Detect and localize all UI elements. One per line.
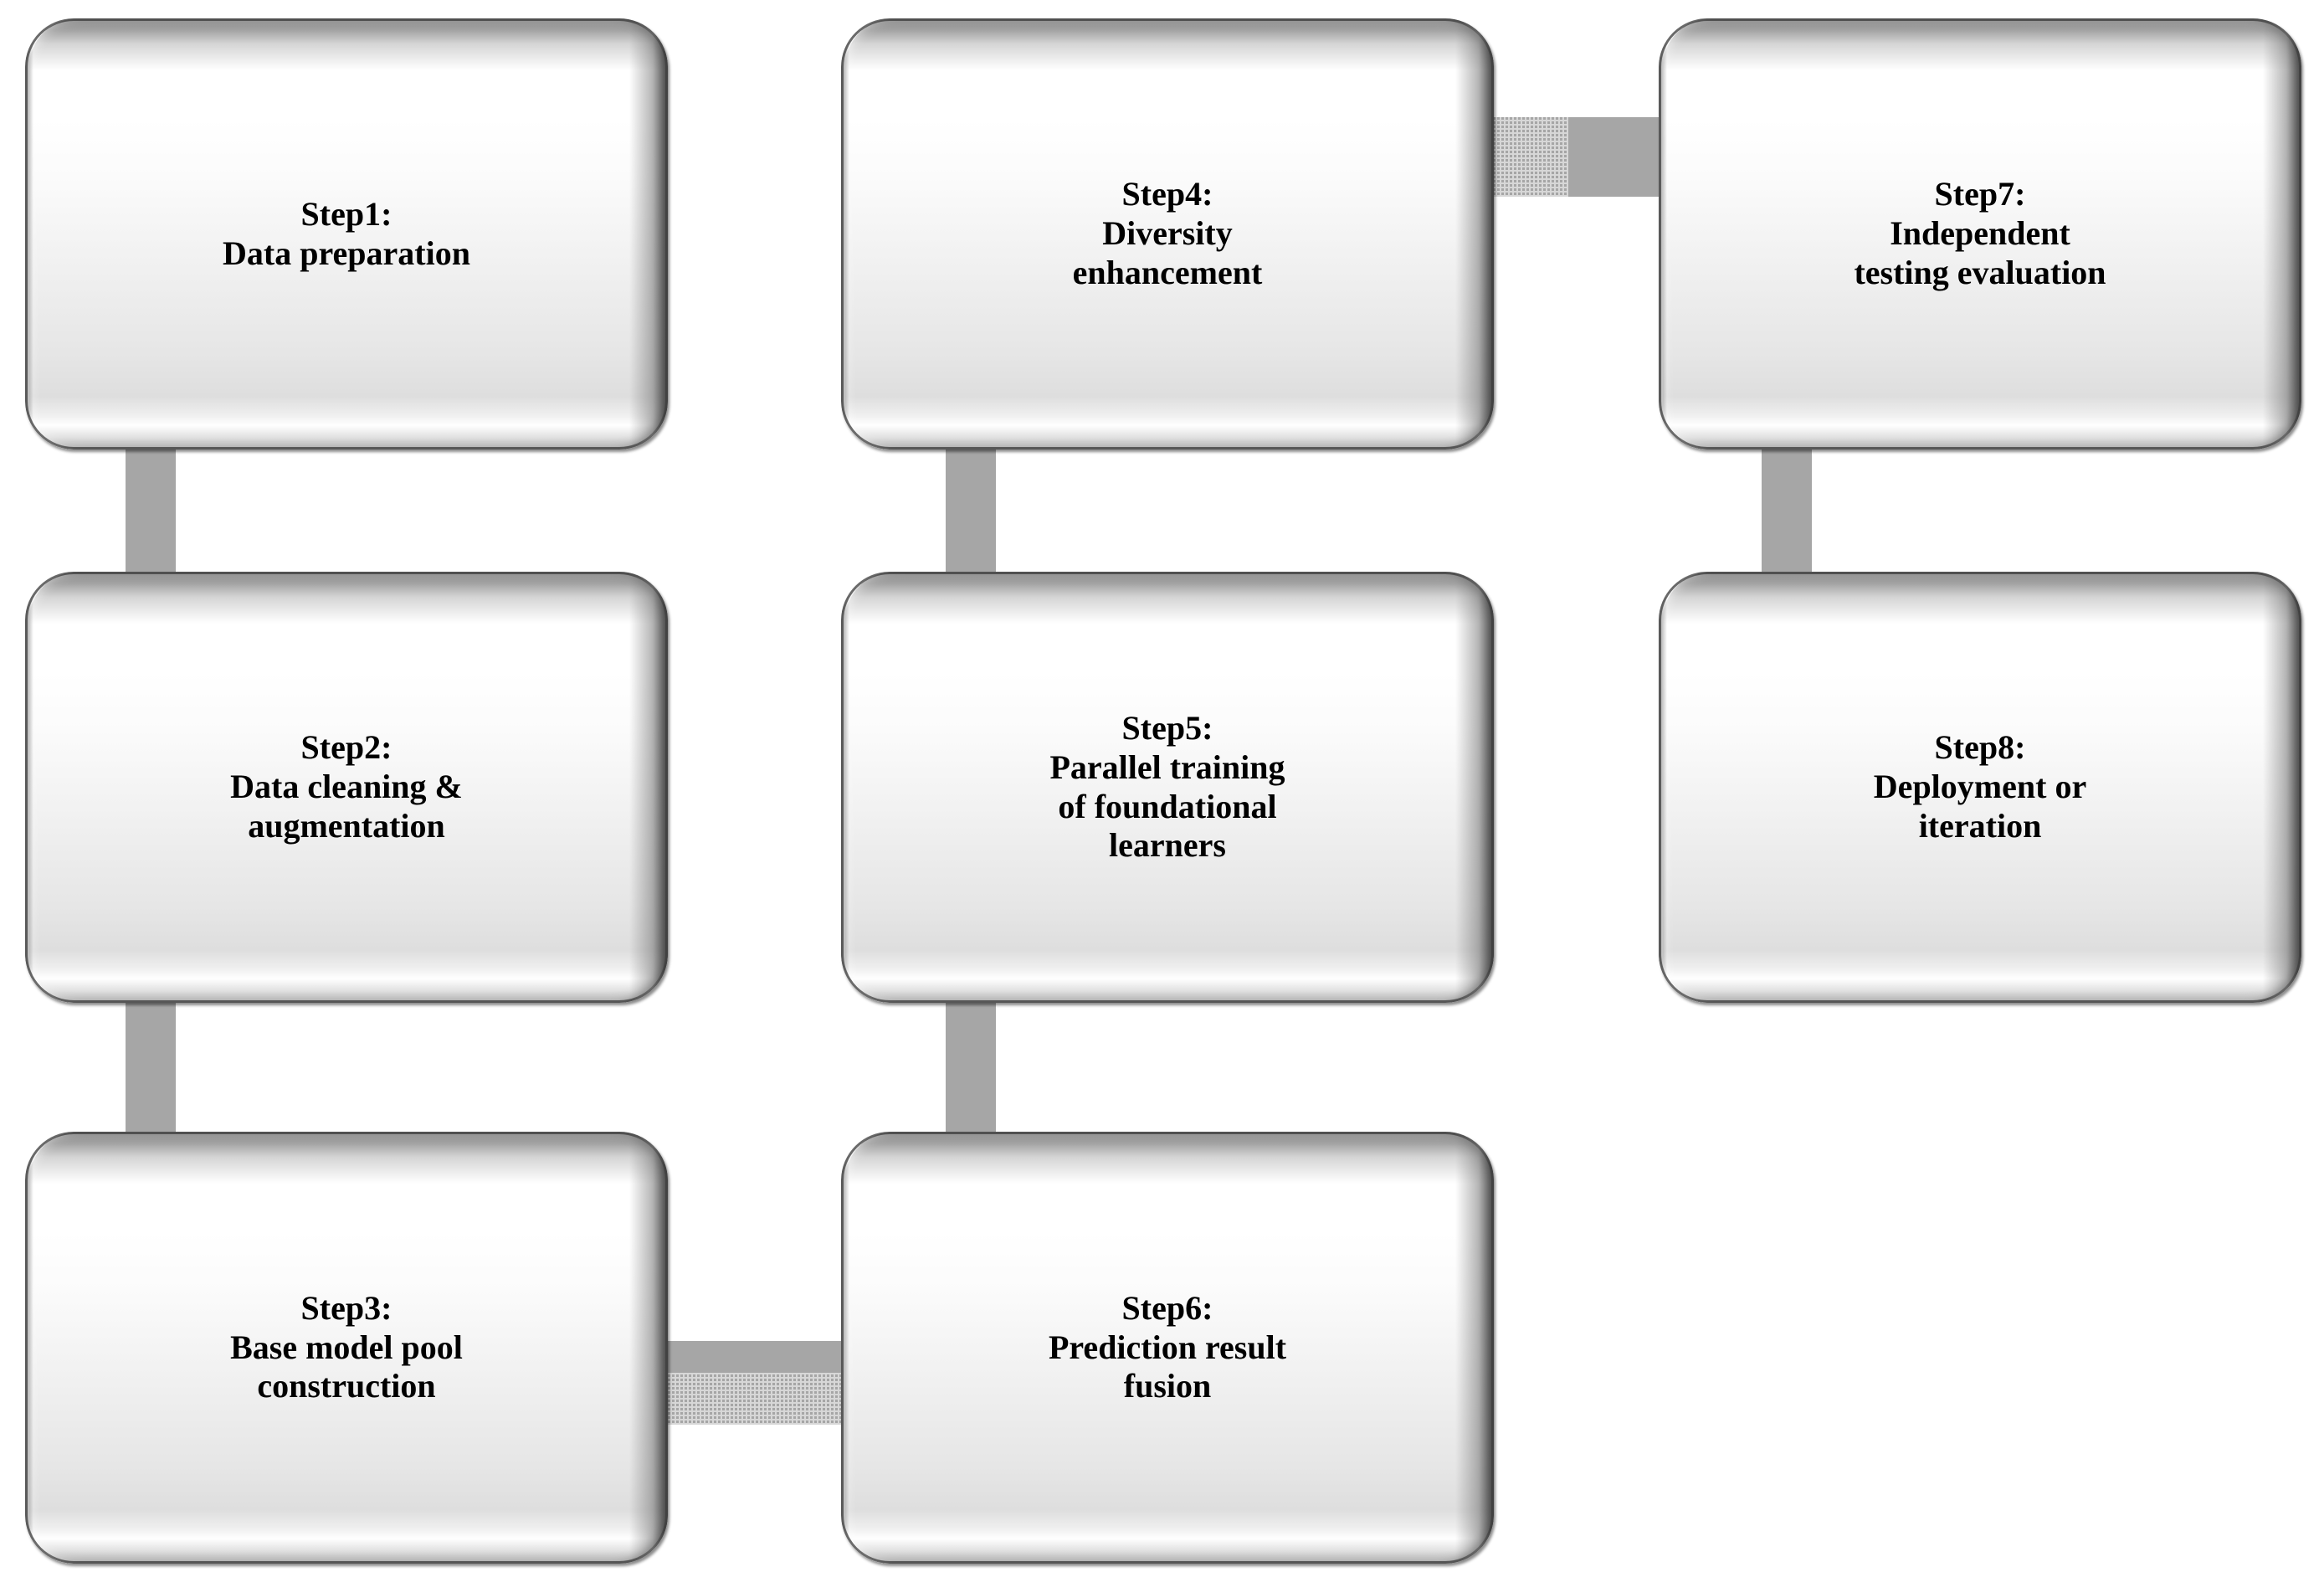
node-text-line: Data preparation <box>223 234 470 272</box>
connector-step4-to-step7 <box>1483 117 1669 197</box>
node-step-number-step1: Step1: <box>300 194 392 233</box>
node-step-number-step6: Step6: <box>1121 1288 1213 1327</box>
connector-step5-to-step6 <box>946 993 996 1142</box>
connector-step2-to-step3 <box>126 993 176 1142</box>
node-text-line: augmentation <box>248 806 445 845</box>
node-text-line: Parallel training <box>1049 747 1285 786</box>
connector-step1-to-step2 <box>126 439 176 582</box>
node-step-number-step5: Step5: <box>1121 708 1213 747</box>
node-text-line: testing evaluation <box>1854 253 2106 291</box>
node-step2[interactable]: Step2:Data cleaning &augmentation <box>25 572 668 1003</box>
connector-step7-to-step8 <box>1762 439 1812 582</box>
node-step-number-step4: Step4: <box>1121 175 1213 213</box>
node-text-line: Diversity <box>1102 214 1233 253</box>
connector-step3-to-step6 <box>658 1341 852 1425</box>
node-step-number-step8: Step8: <box>1934 728 2026 767</box>
node-step1[interactable]: Step1:Data preparation <box>25 18 668 450</box>
node-text-line: fusion <box>1123 1367 1212 1405</box>
node-text-line: Base model pool <box>230 1328 463 1366</box>
node-step-number-step3: Step3: <box>300 1288 392 1327</box>
node-text-line: Deployment or <box>1873 768 2087 806</box>
connector-dither-pattern <box>658 1373 852 1425</box>
node-text-line: Data cleaning & <box>230 768 463 806</box>
node-text-line: Prediction result <box>1048 1328 1287 1366</box>
node-text-line: of foundational <box>1058 787 1277 825</box>
node-text-line: enhancement <box>1072 253 1263 291</box>
connector-step4-to-step5 <box>946 439 996 582</box>
node-text-line: learners <box>1109 826 1226 865</box>
node-text-line: construction <box>257 1367 436 1405</box>
node-label-step2: Step2:Data cleaning &augmentation <box>25 572 668 1003</box>
node-label-step1: Step1:Data preparation <box>25 18 668 450</box>
node-step-number-step7: Step7: <box>1934 175 2026 213</box>
node-step-number-step2: Step2: <box>300 728 392 767</box>
node-text-line: Independent <box>1890 214 2070 253</box>
node-text-line: iteration <box>1918 806 2042 845</box>
connector-dither-pattern <box>1483 117 1569 197</box>
